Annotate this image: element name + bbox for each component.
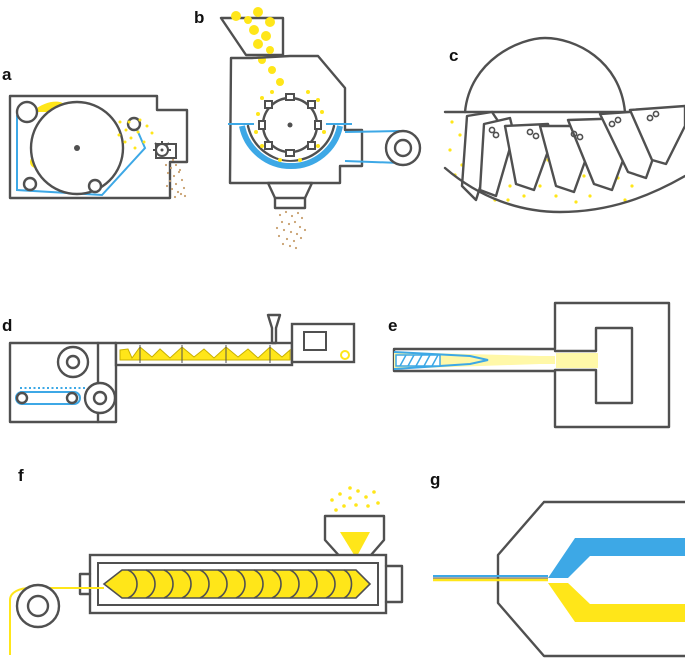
blue-channel	[548, 538, 685, 578]
motor-pulley-hub	[393, 138, 413, 158]
screen-inner	[246, 124, 336, 162]
right-roller	[126, 116, 142, 132]
panel-f-label: f	[18, 466, 24, 485]
panel-a: a	[2, 65, 189, 200]
hopper-d	[266, 313, 282, 345]
screw-flights-f	[127, 569, 353, 599]
belt-roller-right	[65, 391, 79, 405]
panel-d-label: d	[2, 316, 12, 335]
mill-housing	[8, 94, 189, 200]
panel-e-label: e	[388, 316, 397, 335]
drum-floor	[443, 166, 685, 214]
drum-axle	[74, 145, 80, 151]
yellow-dots-b	[254, 90, 326, 162]
runner-fill	[556, 353, 598, 368]
panel-b-label: b	[194, 8, 204, 27]
panel-g-label: g	[430, 470, 440, 489]
panel-f: f	[9, 466, 404, 655]
output-particles-a	[164, 158, 187, 199]
lower-roller-hub	[92, 390, 108, 406]
hopper-melt	[340, 532, 370, 558]
cutter-rotor	[153, 141, 171, 157]
top-left-roller	[15, 100, 39, 124]
panel-c: c	[443, 36, 685, 214]
discharge-outlet	[273, 196, 307, 210]
feed-chute	[219, 16, 285, 57]
mould-cavity	[553, 326, 634, 405]
spool-hub	[26, 594, 50, 618]
mill-dome	[463, 36, 627, 114]
screw-melt-f	[102, 569, 372, 599]
panel-b: b	[194, 7, 422, 250]
screw-melt	[119, 346, 291, 361]
blue-screen	[239, 125, 343, 170]
indicator-light	[340, 350, 350, 360]
blades	[460, 104, 685, 202]
control-screen	[303, 331, 327, 351]
panel-d: d	[2, 313, 356, 424]
panel-c-label: c	[449, 46, 458, 65]
upper-roller-hub	[65, 354, 81, 370]
drive-belt	[344, 130, 401, 164]
mill-chamber	[228, 54, 364, 185]
discharge-hopper	[266, 181, 314, 200]
die-end	[78, 572, 92, 596]
yellow-dots-a	[117, 118, 154, 150]
motor-end	[384, 564, 404, 604]
puller-panel	[96, 341, 118, 424]
yellow-channel	[548, 583, 685, 622]
panel-a-label: a	[2, 65, 12, 84]
yellow-dots-f	[330, 486, 380, 512]
belt-roller-left	[15, 391, 29, 405]
rotor	[258, 93, 322, 157]
panel-g: g	[430, 470, 685, 658]
panel-e: e	[388, 301, 671, 429]
output-particles-b	[275, 210, 307, 250]
screw-flights	[139, 345, 271, 363]
bottom-left-roller	[22, 176, 38, 192]
die-body	[496, 500, 685, 658]
injection-screw-housing	[393, 351, 489, 370]
bottom-right-roller	[87, 178, 103, 194]
injection-screw	[395, 354, 441, 367]
